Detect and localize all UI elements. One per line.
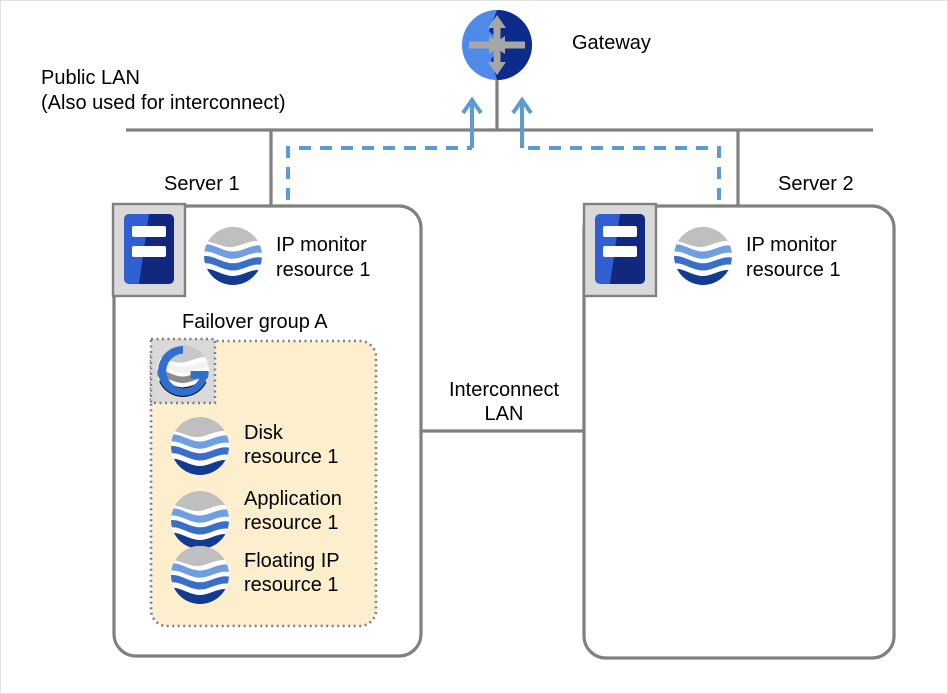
public-lan-label-line1: Public LAN: [41, 67, 140, 89]
server1-monitor-label-line1: IP monitor: [276, 234, 367, 256]
interconnect-lan-label-line2: LAN: [484, 403, 524, 425]
group-resource-label-line2: resource 1: [244, 512, 339, 534]
group-resource-label-line2: resource 1: [244, 574, 339, 596]
server1-probe-path: [286, 146, 472, 200]
server2-monitor-label-line2: resource 1: [746, 259, 841, 281]
server2-monitor-label-line1: IP monitor: [746, 234, 837, 256]
server-icon: [595, 214, 645, 284]
server2-label: Server 2: [778, 173, 854, 195]
server1-icon-group: [111, 202, 187, 298]
public-lan-bus: [126, 77, 873, 206]
server2-probe-path: [522, 146, 721, 200]
interconnect-lan-label-line1: Interconnect: [448, 379, 560, 401]
server-icon: [124, 214, 174, 284]
server1-monitor-label-line2: resource 1: [276, 259, 371, 281]
router-gateway-icon: [462, 10, 532, 80]
server1-probe-arrowhead: [461, 96, 483, 115]
group-resource-label-line1: Application: [244, 488, 342, 510]
public-lan-label-line2: (Also used for interconnect): [41, 92, 286, 114]
failover-group-icon-group: [149, 337, 217, 405]
server2-icon-group: [582, 202, 658, 298]
group-resource-label-line2: resource 1: [244, 446, 339, 468]
ip-monitor-probe-paths: [286, 146, 721, 200]
gateway-label: Gateway: [572, 32, 651, 54]
group-resource-label-line1: Disk: [244, 422, 283, 444]
server1-label: Server 1: [164, 173, 240, 195]
probe-arrowheads: [461, 96, 533, 148]
group-resource-label-line1: Floating IP: [244, 550, 340, 572]
server2-probe-arrowhead: [511, 96, 533, 115]
failover-group-label: Failover group A: [182, 311, 328, 333]
